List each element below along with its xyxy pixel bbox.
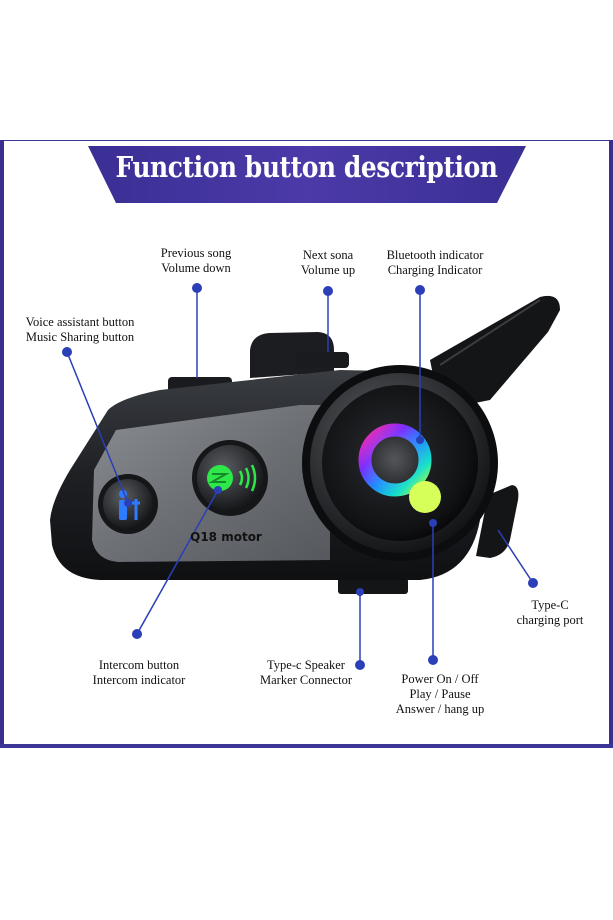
frame-left-border: [0, 140, 4, 747]
frame-right-border: [609, 140, 613, 747]
label-line: Next sona: [302, 248, 354, 262]
leader-lines: [66, 288, 534, 665]
label-type-c-port: Type-C charging port: [505, 598, 595, 628]
intercom-indicator-icon: [207, 464, 257, 492]
frame-bottom-border: [0, 744, 613, 748]
label-power: Power On / Off Play / Pause Answer / han…: [382, 672, 498, 717]
label-line: Intercom indicator: [92, 673, 186, 687]
label-next-song: Next sona Volume up: [278, 248, 378, 278]
label-speaker-connector: Type-c Speaker Marker Connector: [248, 658, 364, 688]
label-line: Type-C: [531, 598, 569, 612]
logo-light-ring-icon: [358, 423, 441, 513]
model-text: Q18 motor: [190, 530, 262, 544]
label-line: charging port: [516, 613, 584, 627]
label-intercom: Intercom button Intercom indicator: [80, 658, 198, 688]
label-line: Power On / Off: [401, 672, 479, 686]
label-line: Answer / hang up: [395, 702, 485, 716]
label-voice-assistant: Voice assistant button Music Sharing but…: [10, 315, 150, 345]
type-c-speaker-connector[interactable]: [338, 578, 408, 594]
label-line: Bluetooth indicator: [386, 248, 484, 262]
label-line: Volume up: [300, 263, 356, 277]
label-line: Music Sharing button: [25, 330, 135, 344]
label-line: Intercom button: [98, 658, 180, 672]
label-line: Marker Connector: [260, 673, 352, 687]
label-line: Type-c Speaker: [267, 658, 345, 672]
leader-dots: [62, 283, 538, 670]
label-line: Volume down: [161, 261, 231, 275]
label-bluetooth-indicator: Bluetooth indicator Charging Indicator: [368, 248, 502, 278]
page-title: Function button description: [115, 150, 498, 184]
label-line: Play / Pause: [409, 687, 471, 701]
next-song-button[interactable]: [295, 352, 349, 368]
microphone-boom: [430, 295, 560, 410]
label-previous-song: Previous song Volume down: [140, 246, 252, 276]
label-line: Charging Indicator: [387, 263, 483, 277]
title-banner: [88, 146, 526, 203]
label-line: Voice assistant button: [25, 315, 135, 329]
label-line: Previous song: [160, 246, 232, 260]
